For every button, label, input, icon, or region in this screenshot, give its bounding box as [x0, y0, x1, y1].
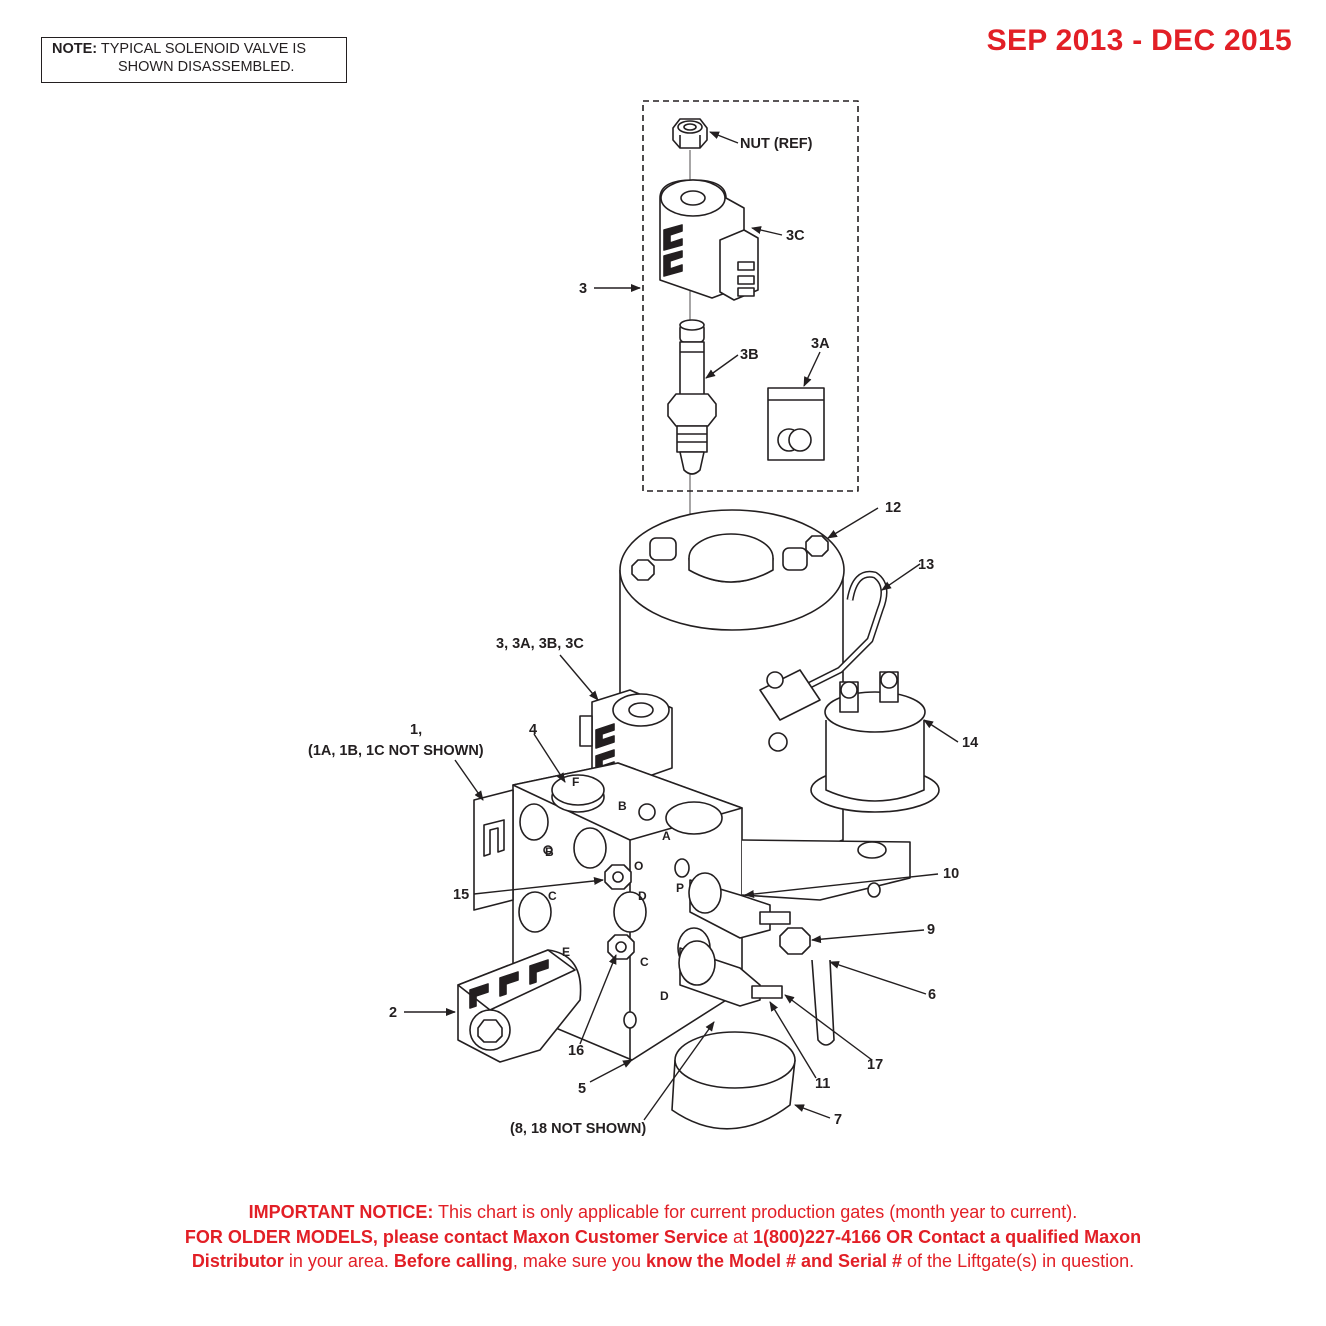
note-text-2: SHOWN DISASSEMBLED.: [118, 59, 295, 75]
callout-16: 16: [568, 1043, 584, 1059]
notice-l3-bold3: know the Model # and Serial #: [645, 1251, 903, 1271]
callout-6: 6: [928, 987, 936, 1003]
note-prefix: NOTE:: [52, 41, 98, 57]
port-letter-b-side: B: [545, 845, 554, 859]
callout-3b: 3B: [740, 347, 759, 363]
fitting-16-icon: [607, 934, 635, 960]
installed-solenoid-valve-icon: [579, 689, 673, 783]
note-text-1: TYPICAL SOLENOID VALVE IS: [100, 41, 307, 57]
notice-l1-bold: IMPORTANT NOTICE:: [248, 1202, 434, 1222]
port-letters: F B A B C D P O E C D: [545, 775, 684, 1003]
filter-7-icon: [671, 1031, 796, 1130]
callout-1-subparts: (1A, 1B, 1C NOT SHOWN): [308, 743, 484, 759]
notice-l3-end: of the Liftgate(s) in question.: [902, 1251, 1135, 1271]
cartridge-3b-icon: [667, 319, 717, 475]
port-letter-e: E: [562, 945, 570, 959]
callout-nut-ref: NUT (REF): [740, 136, 813, 152]
notice-l3-mid2: , make sure you: [512, 1251, 646, 1271]
callout-12: 12: [885, 500, 901, 516]
starter-solenoid-14-icon: [759, 669, 940, 813]
port-letter-p: P: [676, 881, 684, 895]
seal-kit-3a-icon: [767, 387, 825, 461]
callout-3: 3: [579, 281, 587, 297]
notice-l2-mid: at: [728, 1226, 754, 1247]
nut-icon: [672, 118, 708, 149]
callout-3a: 3A: [811, 336, 830, 352]
callout-3-group: 3, 3A, 3B, 3C: [496, 636, 584, 652]
note-box: NOTE: TYPICAL SOLENOID VALVE IS SHOWN DI…: [41, 37, 347, 83]
port-letter-b-top: B: [618, 799, 627, 813]
port-letter-d-front: D: [660, 989, 669, 1003]
callout-2: 2: [389, 1005, 397, 1021]
notice-l2-bold: FOR OLDER MODELS, please contact Maxon C…: [184, 1226, 728, 1247]
notice-l3-mid: in your area.: [283, 1251, 394, 1271]
port-letter-f: F: [572, 775, 579, 789]
callout-7: 7: [834, 1112, 842, 1128]
callout-17: 17: [867, 1057, 883, 1073]
callout-15: 15: [453, 887, 469, 903]
notice-l1-rest: This chart is only applicable for curren…: [433, 1202, 1078, 1222]
cartridge-valve-10-icon: [688, 872, 791, 939]
notice-l3-bold: Distributor: [191, 1251, 284, 1271]
callout-5: 5: [578, 1081, 586, 1097]
notice-line-1: IMPORTANT NOTICE: This chart is only app…: [0, 1200, 1326, 1225]
exploded-valve-dashed-box: [642, 100, 859, 492]
callout-10: 10: [943, 866, 959, 882]
callout-1: 1,: [410, 722, 422, 738]
notice-line-2: FOR OLDER MODELS, please contact Maxon C…: [0, 1225, 1326, 1250]
port-letter-a: A: [662, 829, 671, 843]
tube-6-icon: [811, 959, 835, 1046]
callout-8-18-not-shown: (8, 18 NOT SHOWN): [510, 1121, 646, 1137]
date-range-title: SEP 2013 - DEC 2015: [986, 24, 1292, 57]
fitting-15-icon: [604, 864, 632, 890]
callout-9: 9: [927, 922, 935, 938]
port-letter-d-side: D: [638, 889, 647, 903]
port-letter-c-front: C: [640, 955, 649, 969]
notice-line-3: Distributor in your area. Before calling…: [0, 1249, 1326, 1274]
port-letter-c-side: C: [548, 889, 557, 903]
cartridge-valve-11-icon: [678, 940, 783, 1007]
solenoid-2-icon: [457, 949, 582, 1063]
callout-13: 13: [918, 557, 934, 573]
coil-3c-icon: [659, 179, 759, 301]
important-notice: IMPORTANT NOTICE: This chart is only app…: [0, 1200, 1326, 1274]
callout-11: 11: [815, 1076, 830, 1092]
notice-l2-phone: 1(800)227-4166 OR Contact a qualified Ma…: [753, 1226, 1142, 1247]
callout-14: 14: [962, 735, 978, 751]
leader-lines: [404, 131, 959, 1121]
notice-l3-bold2: Before calling: [393, 1251, 513, 1271]
port-letter-o: O: [634, 859, 643, 873]
callout-4: 4: [529, 722, 537, 738]
fitting-9-icon: [779, 927, 811, 955]
note-line-1: NOTE: TYPICAL SOLENOID VALVE IS: [52, 40, 346, 58]
callout-labels: NUT (REF) 3C 3 3B 3A 12 13 3, 3A, 3B, 3C…: [308, 136, 978, 1137]
callout-3c: 3C: [786, 228, 805, 244]
